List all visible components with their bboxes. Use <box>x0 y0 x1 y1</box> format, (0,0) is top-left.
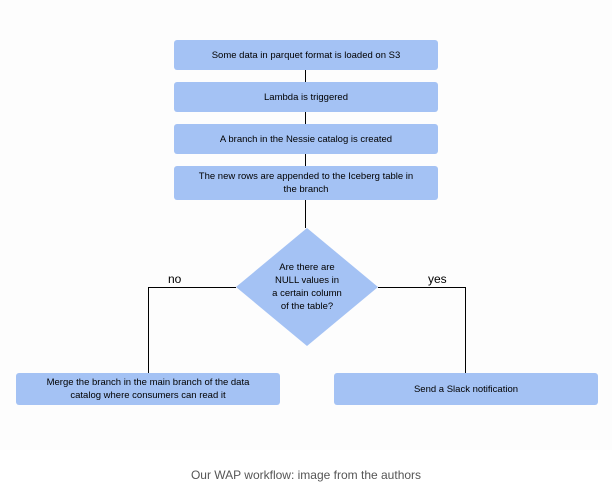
step-lambda-triggered: Lambda is triggered <box>174 82 438 112</box>
yes-branch-vertical <box>465 287 466 373</box>
no-label: no <box>168 272 182 286</box>
decision-question: Are there are NULL values in a certain c… <box>272 262 342 312</box>
step-load-parquet: Some data in parquet format is loaded on… <box>174 40 438 70</box>
no-branch-horizontal <box>148 287 236 288</box>
flowchart-canvas: Some data in parquet format is loaded on… <box>16 40 598 405</box>
no-branch-vertical <box>148 287 149 373</box>
outcome-merge-branch: Merge the branch in the main branch of t… <box>16 373 280 405</box>
diamond-shape <box>236 228 378 346</box>
yes-branch-horizontal <box>378 287 466 288</box>
outcome-slack-notification: Send a Slack notification <box>334 373 598 405</box>
step-rows-appended: The new rows are appended to the Iceberg… <box>174 166 438 200</box>
connector-3 <box>305 154 306 166</box>
connector-1 <box>305 70 306 82</box>
connector-2 <box>305 112 306 124</box>
step-branch-created: A branch in the Nessie catalog is create… <box>174 124 438 154</box>
figure-caption: Our WAP workflow: image from the authors <box>190 468 422 482</box>
yes-label: yes <box>428 272 447 286</box>
connector-to-decision <box>305 200 306 228</box>
decision-diamond: Are there are NULL values in a certain c… <box>236 228 378 346</box>
